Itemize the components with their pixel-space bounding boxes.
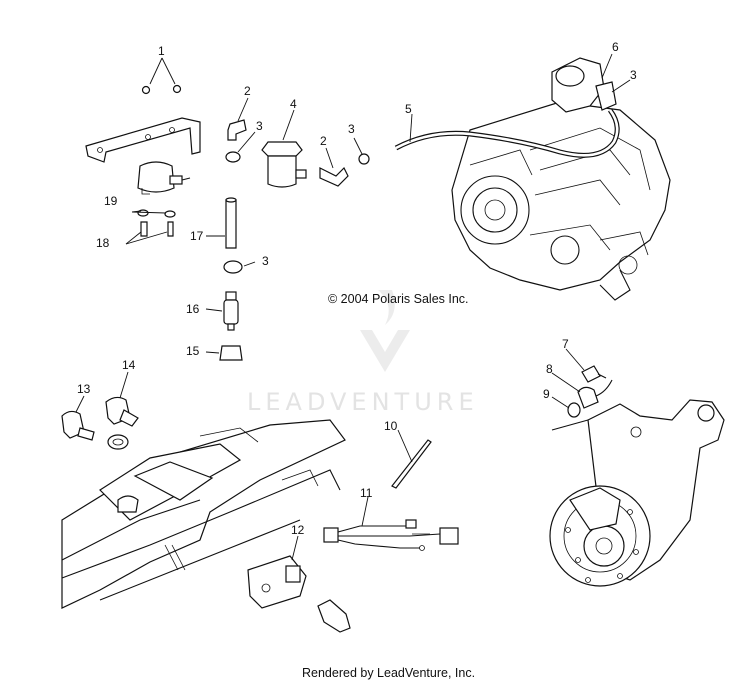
callout-13: 13	[77, 382, 91, 396]
footer-credit: Rendered by LeadVenture, Inc.	[302, 666, 475, 680]
pressure-sensor	[317, 599, 351, 633]
engine-assembly	[451, 101, 671, 301]
callout-16: 16	[186, 302, 200, 316]
clamp-upper-left	[225, 151, 241, 163]
callout-12: 12	[291, 523, 305, 537]
elbow-fitting-right	[319, 166, 349, 187]
callout-3-lower: 3	[262, 254, 269, 268]
copyright-notice: © 2004 Polaris Sales Inc.	[328, 292, 469, 306]
elbow-fitting-left	[227, 119, 247, 141]
callout-2-right: 2	[320, 134, 327, 148]
vent-hose-5	[394, 108, 620, 158]
callout-17: 17	[190, 229, 204, 243]
bracket-assembly	[85, 84, 201, 163]
callout-7: 7	[562, 337, 569, 351]
switch-14	[105, 396, 139, 427]
callout-5: 5	[405, 102, 412, 116]
frame-chassis	[61, 419, 346, 609]
callout-19: 19	[104, 194, 118, 208]
relay-12	[247, 555, 307, 609]
callout-9: 9	[543, 387, 550, 401]
callout-3-engine: 3	[630, 68, 637, 82]
clamp-lower	[223, 260, 243, 274]
brake-hub-assembly	[549, 399, 725, 587]
leadventure-watermark: LEADVENTURE	[247, 290, 479, 416]
valve-16	[223, 291, 239, 331]
callout-15: 15	[186, 344, 200, 358]
watermark-text: LEADVENTURE	[247, 388, 479, 416]
grommet-15	[219, 345, 243, 361]
callout-6: 6	[612, 40, 619, 54]
callout-numbers: 1 2 3 4 2 3 5 6 3 19 18 17 3 16 15 7 8 9…	[77, 40, 637, 537]
clamp-upper-right	[358, 153, 370, 165]
callout-10: 10	[384, 419, 398, 433]
bolt-7	[581, 365, 607, 383]
hose-tube	[225, 197, 237, 249]
switch-4	[261, 141, 307, 188]
switch-13	[61, 410, 95, 441]
callout-4: 4	[290, 97, 297, 111]
speed-sensor-8	[577, 379, 613, 409]
screws-washers	[137, 209, 176, 237]
callout-14: 14	[122, 358, 136, 372]
grommet-small	[107, 434, 129, 450]
wiring-harness-11	[323, 519, 459, 551]
spacer-9	[567, 402, 581, 418]
callout-3-upper-left: 3	[256, 119, 263, 133]
callout-2-left: 2	[244, 84, 251, 98]
callout-1: 1	[158, 44, 165, 58]
carburetor	[551, 57, 617, 113]
callout-11: 11	[360, 486, 373, 500]
callout-18: 18	[96, 236, 110, 250]
callout-3-upper-right: 3	[348, 122, 355, 136]
leader-lines	[75, 53, 631, 561]
solenoid-left	[137, 161, 191, 195]
callout-8: 8	[546, 362, 553, 376]
rod-10	[391, 439, 432, 489]
